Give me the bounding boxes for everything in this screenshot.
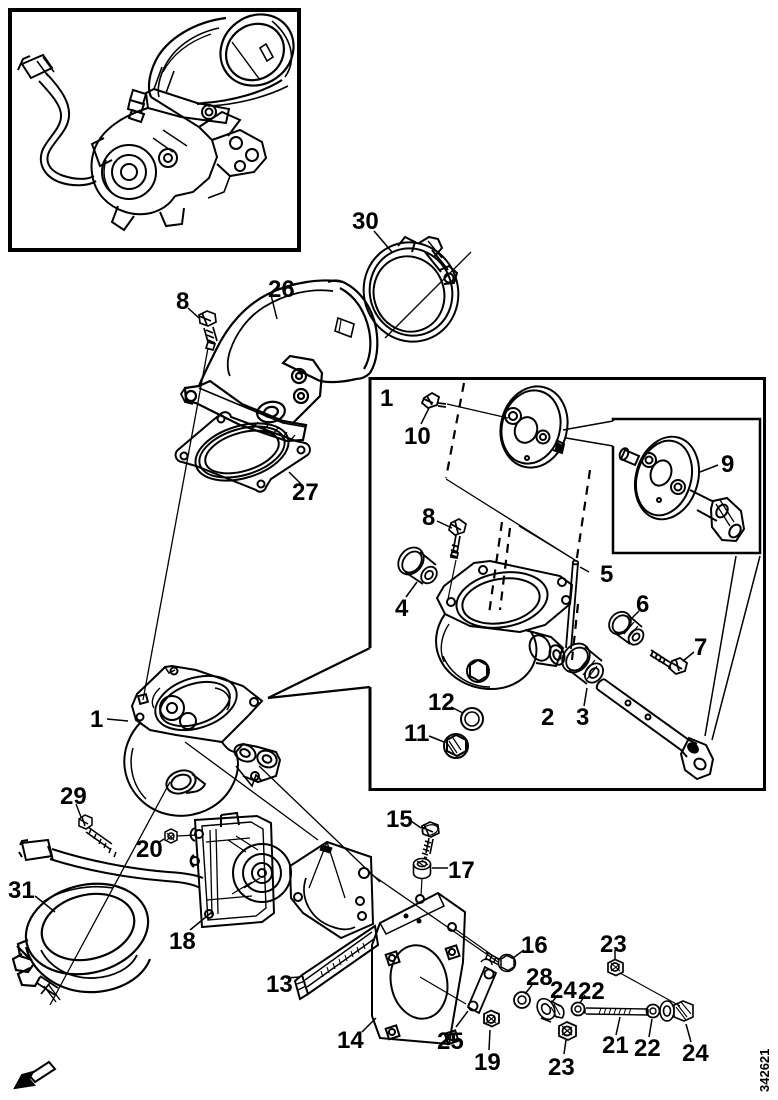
svg-text:29: 29 <box>60 783 87 810</box>
svg-text:3: 3 <box>576 704 589 731</box>
svg-text:22: 22 <box>634 1035 661 1062</box>
svg-text:342621: 342621 <box>757 1049 772 1092</box>
svg-text:15: 15 <box>386 806 413 833</box>
svg-text:21: 21 <box>602 1032 629 1059</box>
svg-text:23: 23 <box>548 1054 575 1081</box>
svg-text:1: 1 <box>90 706 103 733</box>
svg-text:10: 10 <box>404 423 431 450</box>
svg-text:20: 20 <box>136 836 163 863</box>
svg-text:6: 6 <box>636 591 649 618</box>
svg-text:2: 2 <box>541 704 554 731</box>
svg-text:24: 24 <box>550 977 577 1004</box>
svg-text:24: 24 <box>682 1040 709 1067</box>
svg-text:22: 22 <box>578 978 605 1005</box>
svg-text:28: 28 <box>526 964 553 991</box>
svg-text:27: 27 <box>292 479 319 506</box>
svg-text:14: 14 <box>337 1027 364 1054</box>
svg-text:8: 8 <box>422 504 435 531</box>
svg-text:25: 25 <box>437 1028 464 1055</box>
svg-text:7: 7 <box>694 634 707 661</box>
svg-text:16: 16 <box>521 932 548 959</box>
svg-text:11: 11 <box>404 720 429 747</box>
svg-text:18: 18 <box>169 928 196 955</box>
svg-text:8: 8 <box>176 288 189 315</box>
svg-text:5: 5 <box>600 561 613 588</box>
svg-text:23: 23 <box>600 931 627 958</box>
svg-text:19: 19 <box>474 1049 501 1076</box>
svg-text:9: 9 <box>721 451 734 478</box>
svg-text:30: 30 <box>352 208 379 235</box>
svg-text:26: 26 <box>268 276 295 303</box>
svg-text:17: 17 <box>448 857 475 884</box>
svg-text:13: 13 <box>266 971 293 998</box>
svg-text:12: 12 <box>428 689 455 716</box>
svg-text:1: 1 <box>380 385 393 412</box>
svg-text:4: 4 <box>395 595 409 622</box>
svg-text:31: 31 <box>8 877 35 904</box>
